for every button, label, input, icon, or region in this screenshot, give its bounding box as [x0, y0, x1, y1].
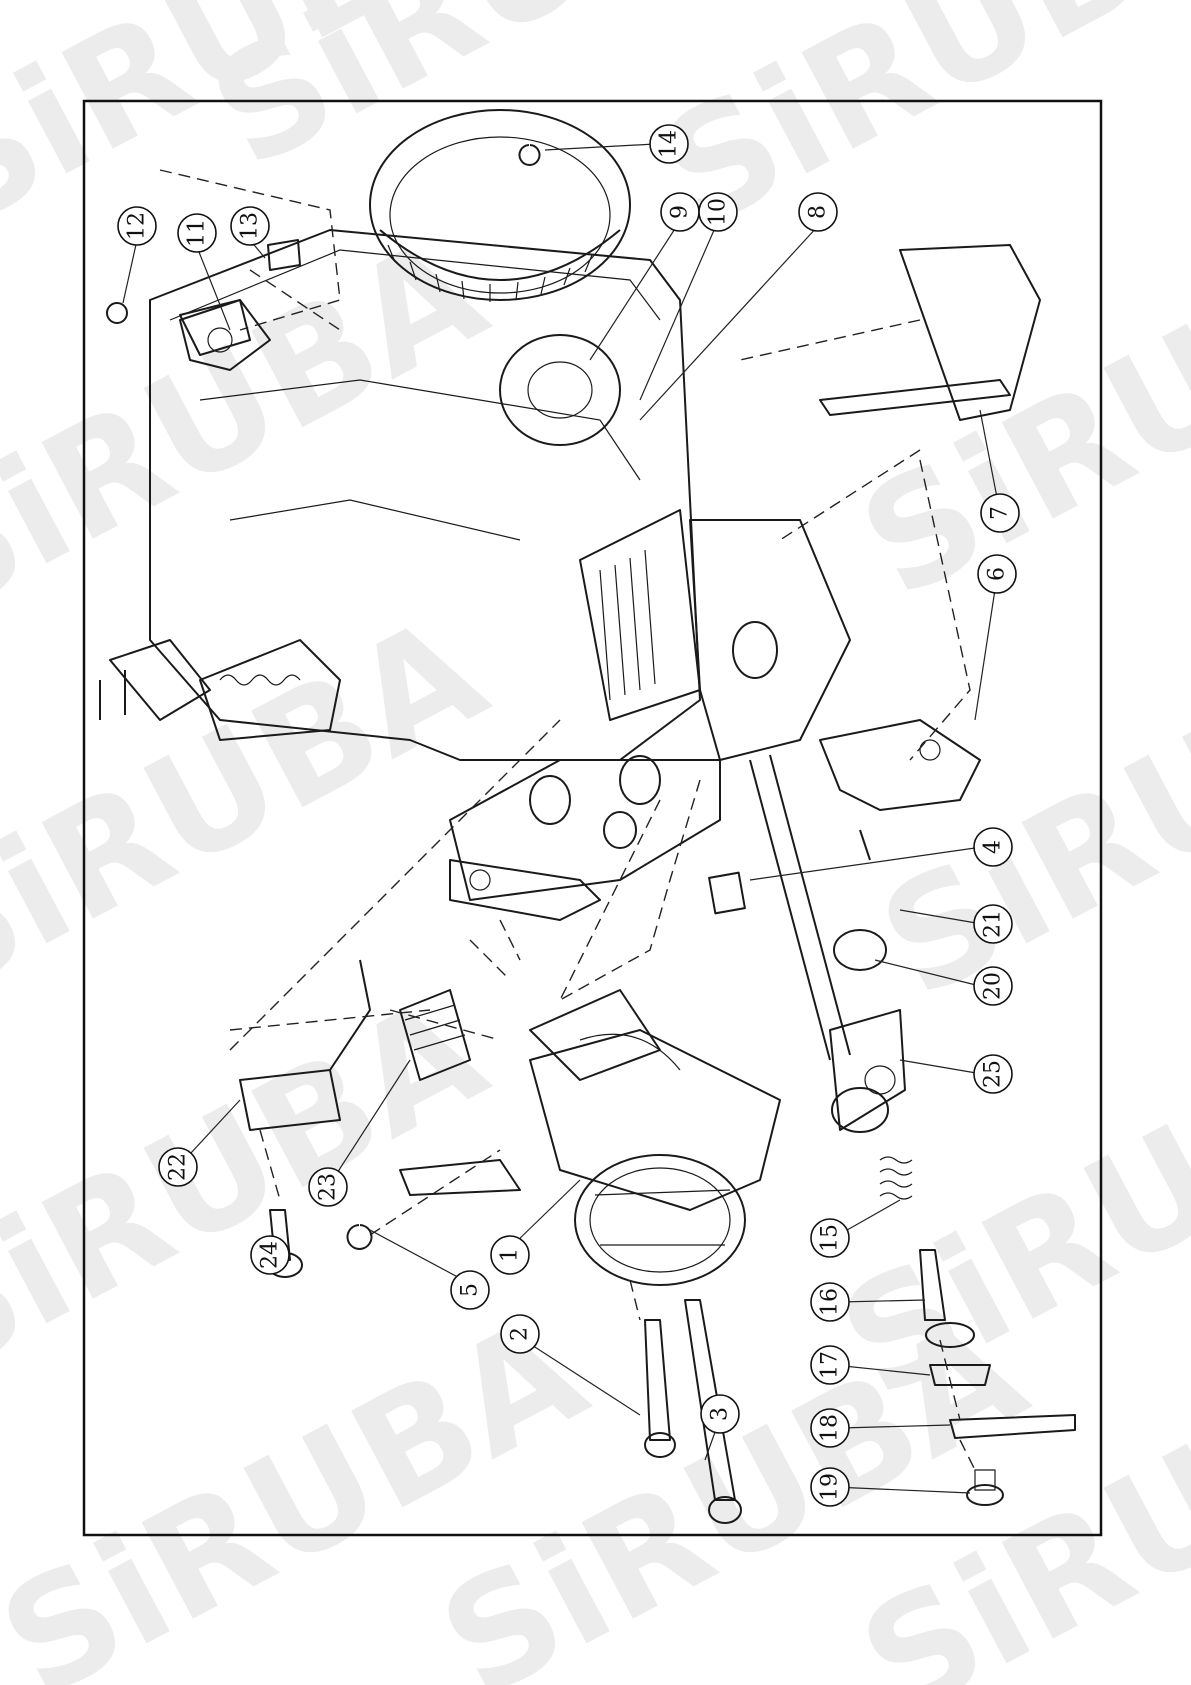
callout-label: 12: [125, 212, 150, 240]
callout-label: 14: [657, 130, 682, 158]
callout-label: 9: [668, 205, 693, 219]
callout-label: 10: [706, 198, 731, 226]
callout-1: 1: [491, 1236, 529, 1274]
callout-label: 18: [818, 1414, 843, 1442]
callout-7: 7: [981, 494, 1019, 532]
callout-6: 6: [978, 555, 1016, 593]
callout-18: 18: [811, 1409, 849, 1447]
callout-9: 9: [661, 193, 699, 231]
callout-13: 13: [231, 207, 269, 245]
callout-19: 19: [811, 1468, 849, 1506]
callout-label: 24: [258, 1241, 283, 1269]
callout-label: 13: [238, 212, 263, 240]
callout-20: 20: [974, 967, 1012, 1005]
callout-22: 22: [159, 1148, 197, 1186]
callout-15: 15: [811, 1219, 849, 1257]
svg-text:SiRUBA: SiRUBA: [0, 584, 511, 1032]
callout-10: 10: [699, 193, 737, 231]
callout-12: 12: [118, 207, 156, 245]
callout-label: 21: [981, 910, 1006, 938]
callout-label: 3: [708, 1407, 733, 1421]
callout-label: 15: [818, 1224, 843, 1252]
callout-8: 8: [799, 193, 837, 231]
callout-label: 22: [166, 1153, 191, 1181]
callout-16: 16: [811, 1283, 849, 1321]
callout-3: 3: [701, 1395, 739, 1433]
callout-label: 5: [458, 1283, 483, 1297]
callout-label: 11: [185, 219, 210, 247]
callout-label: 17: [818, 1351, 843, 1379]
callout-5: 5: [451, 1271, 489, 1309]
callout-label: 16: [818, 1288, 843, 1316]
callout-2: 2: [501, 1315, 539, 1353]
callout-21: 21: [974, 905, 1012, 943]
callout-17: 17: [811, 1346, 849, 1384]
callout-4: 4: [974, 828, 1012, 866]
svg-text:SiRUBA: SiRUBA: [0, 204, 511, 652]
callout-25: 25: [974, 1055, 1012, 1093]
callout-label: 7: [988, 506, 1013, 520]
callout-14: 14: [650, 125, 688, 163]
callout-label: 1: [498, 1248, 523, 1262]
callout-label: 8: [806, 205, 831, 219]
callout-11: 11: [178, 214, 216, 252]
callout-label: 20: [981, 972, 1006, 1000]
callout-label: 2: [508, 1327, 533, 1341]
callout-label: 6: [985, 567, 1010, 581]
callout-label: 25: [981, 1060, 1006, 1088]
callout-label: 4: [981, 840, 1006, 854]
callout-23: 23: [309, 1168, 347, 1206]
callout-24: 24: [251, 1236, 289, 1274]
callout-label: 23: [316, 1173, 341, 1201]
callout-label: 19: [818, 1473, 843, 1501]
